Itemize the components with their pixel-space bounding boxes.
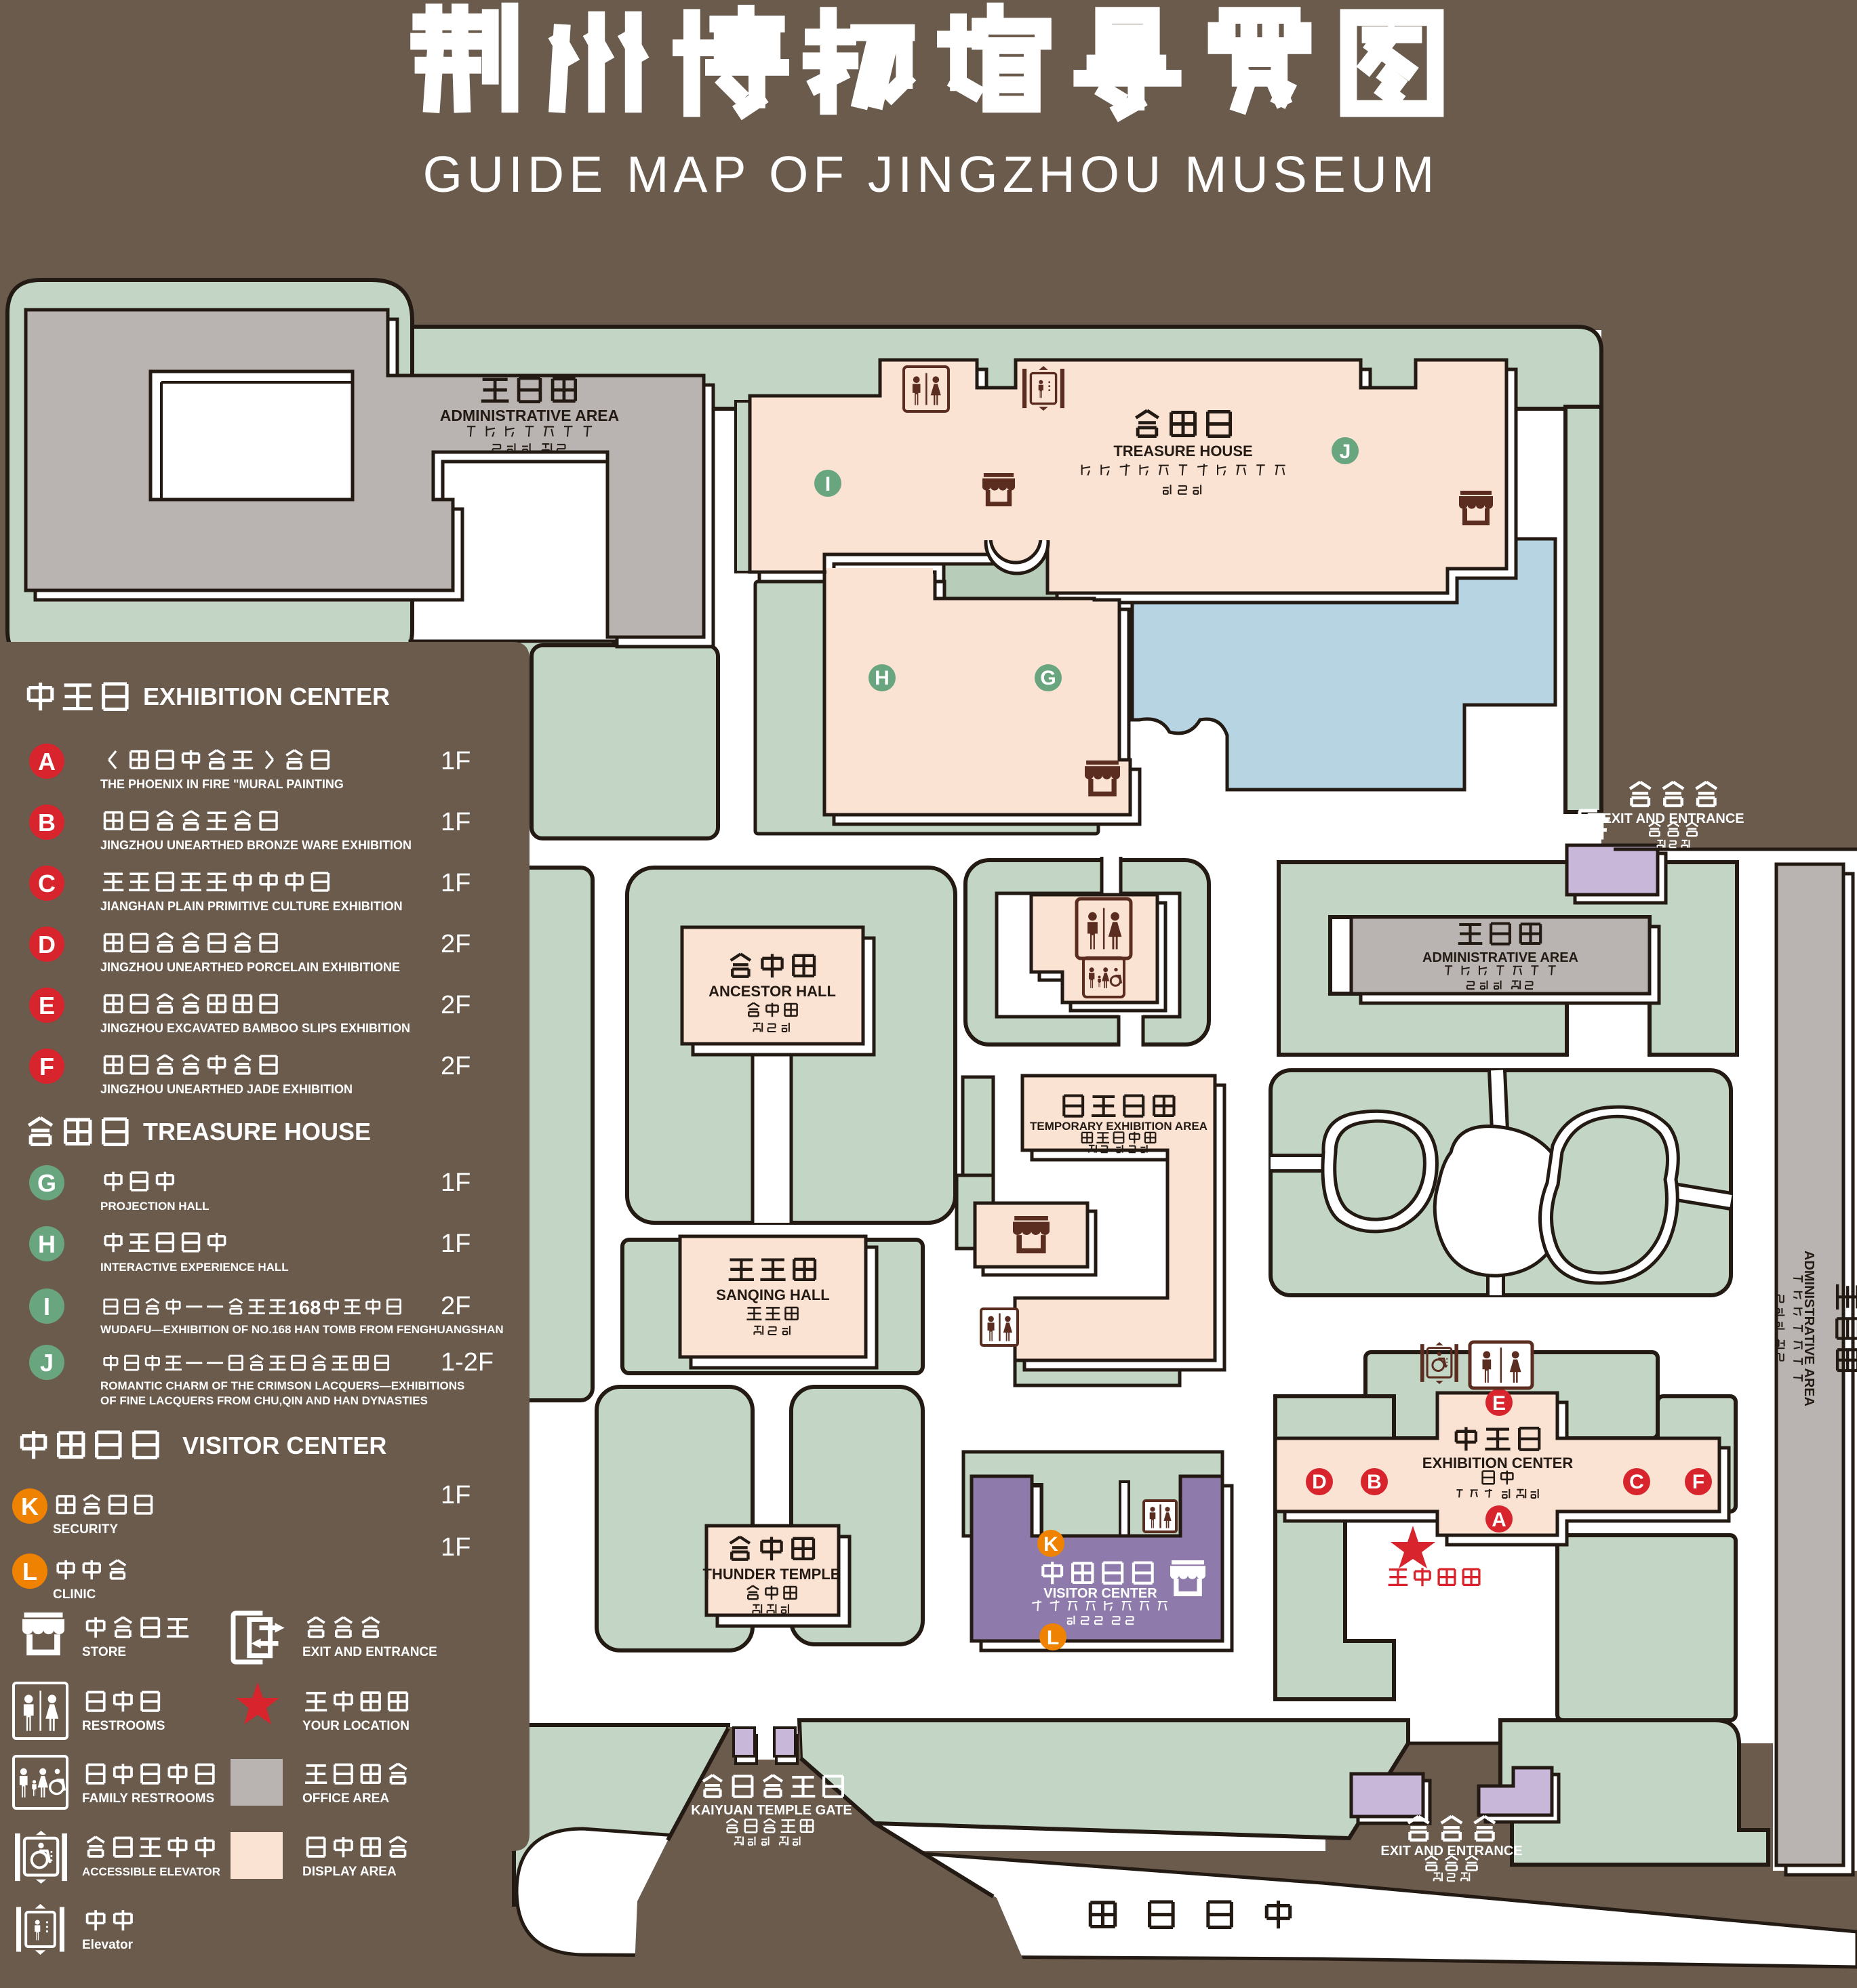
svg-text:ANCESTOR HALL: ANCESTOR HALL [708, 983, 836, 1000]
svg-text:G: G [1040, 667, 1056, 689]
svg-text:L: L [1047, 1627, 1059, 1649]
svg-text:J: J [1340, 441, 1351, 463]
svg-text:2F: 2F [441, 991, 471, 1019]
svg-text:CLINIC: CLINIC [53, 1587, 96, 1602]
svg-text:VISITOR CENTER: VISITOR CENTER [182, 1432, 386, 1459]
svg-text:B: B [38, 809, 56, 836]
svg-text:EXIT AND ENTRANCE: EXIT AND ENTRANCE [1380, 1844, 1522, 1859]
svg-text:FAMILY RESTROOMS: FAMILY RESTROOMS [82, 1791, 214, 1806]
svg-text:SANQING HALL: SANQING HALL [716, 1286, 829, 1303]
svg-text:I: I [43, 1293, 50, 1320]
svg-text:D: D [1312, 1471, 1327, 1493]
svg-text:F: F [39, 1053, 54, 1080]
svg-text:F: F [1692, 1471, 1704, 1493]
svg-text:1F: 1F [441, 1230, 471, 1258]
svg-text:TREASURE HOUSE: TREASURE HOUSE [1113, 443, 1252, 460]
svg-text:ADMINISTRATIVE AREA: ADMINISTRATIVE AREA [1422, 950, 1578, 965]
svg-text:2F: 2F [441, 1052, 471, 1080]
svg-text:D: D [38, 931, 56, 958]
svg-text:2F: 2F [441, 1292, 471, 1320]
svg-text:JINGZHOU UNEARTHED PORCELAIN E: JINGZHOU UNEARTHED PORCELAIN EXHIBITIONE [100, 960, 400, 974]
svg-text:JINGZHOU UNEARTHED BRONZE WARE: JINGZHOU UNEARTHED BRONZE WARE EXHIBITIO… [100, 838, 412, 852]
svg-text:E: E [39, 992, 55, 1019]
svg-text:L: L [22, 1558, 37, 1585]
svg-text:1F: 1F [441, 747, 471, 775]
svg-text:2F: 2F [441, 930, 471, 958]
svg-text:ACCESSIBLE ELEVATOR: ACCESSIBLE ELEVATOR [82, 1865, 220, 1878]
svg-text:YOUR LOCATION: YOUR LOCATION [302, 1719, 410, 1733]
svg-text:1F: 1F [441, 808, 471, 836]
svg-text:H: H [38, 1230, 56, 1258]
svg-text:EXIT AND ENTRANCE: EXIT AND ENTRANCE [302, 1645, 437, 1659]
svg-text:168: 168 [288, 1297, 321, 1319]
svg-text:K: K [21, 1493, 39, 1520]
svg-text:H: H [875, 667, 890, 689]
svg-text:1F: 1F [441, 1533, 471, 1562]
svg-text:DISPLAY AREA: DISPLAY AREA [302, 1865, 397, 1879]
svg-text:A: A [1492, 1509, 1506, 1531]
svg-text:EXHIBITION CENTER: EXHIBITION CENTER [1422, 1455, 1574, 1472]
svg-text:1F: 1F [441, 1481, 471, 1509]
svg-text:A: A [38, 748, 56, 775]
svg-text:PROJECTION HALL: PROJECTION HALL [100, 1200, 209, 1213]
svg-text:I: I [825, 473, 831, 495]
svg-text:KAIYUAN TEMPLE GATE: KAIYUAN TEMPLE GATE [691, 1803, 852, 1818]
svg-text:1F: 1F [441, 869, 471, 897]
svg-text:JINGZHOU EXCAVATED BAMBOO SLIP: JINGZHOU EXCAVATED BAMBOO SLIPS EXHIBITI… [100, 1021, 410, 1035]
svg-text:RESTROOMS: RESTROOMS [82, 1719, 165, 1733]
svg-text:JIANGHAN PLAIN PRIMITIVE CULTU: JIANGHAN PLAIN PRIMITIVE CULTURE EXHIBIT… [100, 899, 403, 913]
svg-text:JINGZHOU UNEARTHED JADE EXHIBI: JINGZHOU UNEARTHED JADE EXHIBITION [100, 1082, 353, 1096]
svg-text:SECURITY: SECURITY [53, 1522, 118, 1537]
svg-text:1F: 1F [441, 1169, 471, 1197]
svg-text:GUIDE MAP OF JINGZHOU MUSEUM: GUIDE MAP OF JINGZHOU MUSEUM [423, 146, 1439, 203]
svg-text:THE PHOENIX IN FIRE "MURAL PAI: THE PHOENIX IN FIRE "MURAL PAINTING [100, 777, 344, 791]
svg-text:K: K [1043, 1533, 1058, 1556]
svg-text:WUDAFU—EXHIBITION OF NO.168 HA: WUDAFU—EXHIBITION OF NO.168 HAN TOMB FRO… [100, 1323, 504, 1336]
svg-text:EXIT AND ENTRANCE: EXIT AND ENTRANCE [1602, 811, 1744, 826]
svg-text:INTERACTIVE EXPERIENCE HALL: INTERACTIVE EXPERIENCE HALL [100, 1261, 289, 1274]
svg-text:ADMINISTRATIVE AREA: ADMINISTRATIVE AREA [1801, 1251, 1816, 1406]
svg-text:C: C [1629, 1471, 1644, 1493]
svg-text:EXHIBITION CENTER: EXHIBITION CENTER [143, 683, 390, 710]
svg-text:THUNDER TEMPLE: THUNDER TEMPLE [703, 1566, 841, 1583]
svg-text:OF FINE LACQUERS FROM CHU,QIN: OF FINE LACQUERS FROM CHU,QIN AND HAN DY… [100, 1394, 428, 1407]
svg-text:ADMINISTRATIVE AREA: ADMINISTRATIVE AREA [440, 407, 620, 424]
svg-text:ROMANTIC CHARM OF THE CRIMSON: ROMANTIC CHARM OF THE CRIMSON LACQUERS—E… [100, 1379, 464, 1392]
svg-text:STORE: STORE [82, 1645, 126, 1659]
svg-text:G: G [37, 1169, 56, 1197]
svg-text:C: C [38, 870, 56, 897]
svg-text:TREASURE HOUSE: TREASURE HOUSE [143, 1118, 371, 1145]
svg-text:J: J [40, 1349, 54, 1377]
svg-text:B: B [1367, 1471, 1382, 1493]
svg-text:OFFICE AREA: OFFICE AREA [302, 1791, 389, 1806]
svg-text:VISITOR CENTER: VISITOR CENTER [1043, 1586, 1157, 1601]
svg-text:E: E [1492, 1392, 1506, 1415]
svg-text:Elevator: Elevator [82, 1938, 134, 1952]
svg-text:TEMPORARY EXHIBITION AREA: TEMPORARY EXHIBITION AREA [1030, 1120, 1207, 1133]
svg-text:1-2F: 1-2F [441, 1348, 494, 1377]
